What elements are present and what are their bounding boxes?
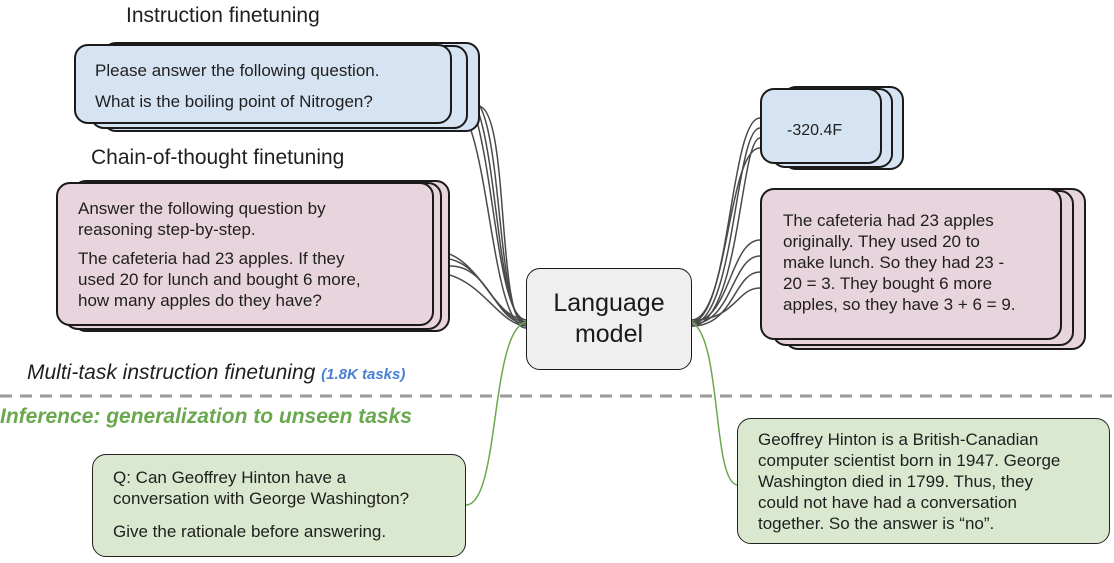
- connector-line: [691, 127, 761, 325]
- inference-answer-card: Geoffrey Hinton is a British-Canadian co…: [737, 418, 1110, 544]
- instruction-finetuning-heading: Instruction finetuning: [126, 4, 320, 27]
- language-model-box: Language model: [526, 268, 692, 370]
- cot-text-line: how many apples do they have?: [78, 291, 322, 310]
- multitask-label: Multi-task instruction finetuning: [27, 361, 316, 384]
- connector-line: [691, 255, 761, 325]
- answer-text: -320.4F: [787, 122, 843, 139]
- connector-line: [691, 117, 761, 323]
- answer-card: -320.4F: [760, 88, 882, 164]
- cot-answer-text-line: apples, so they have 3 + 6 = 9.: [783, 295, 1016, 314]
- cot-text-line: Answer the following question by: [78, 199, 326, 218]
- connector-line: [691, 147, 761, 321]
- cot-answer-card: The cafeteria had 23 apples originally. …: [760, 188, 1062, 340]
- inference-question-line: Q: Can Geoffrey Hinton have a: [113, 468, 347, 487]
- cot-text-line: reasoning step-by-step.: [78, 220, 256, 239]
- cot-text-line: used 20 for lunch and bought 6 more,: [78, 270, 361, 289]
- connector-line: [691, 271, 761, 327]
- inference-answer-line: could not have had a conversation: [758, 493, 1017, 512]
- cot-answer-text-line: make lunch. So they had 23 -: [783, 253, 1005, 272]
- inference-answer-line: Washington died in 1799. Thus, they: [758, 472, 1034, 491]
- tasks-count-badge: (1.8K tasks): [321, 366, 406, 383]
- instruction-card: Please answer the following question. Wh…: [74, 44, 452, 124]
- cot-card: Answer the following question by reasoni…: [56, 182, 434, 326]
- connector-line: [691, 287, 761, 321]
- connector-line: [691, 137, 761, 327]
- inference-question-card: Q: Can Geoffrey Hinton have a conversati…: [92, 454, 466, 557]
- inference-connector-line: [465, 321, 527, 506]
- inference-connector-line: [691, 321, 738, 486]
- language-model-label: Language model: [553, 289, 665, 348]
- multitask-heading: Multi-task instruction finetuning (1.8K …: [27, 361, 405, 385]
- connector-line: [439, 257, 527, 323]
- instruction-text-line: Please answer the following question.: [95, 61, 380, 80]
- cot-text-line: The cafeteria had 23 apples. If they: [78, 249, 345, 268]
- inference-answer-line: computer scientist born in 1947. George: [758, 451, 1061, 470]
- cot-finetuning-heading: Chain-of-thought finetuning: [91, 146, 345, 169]
- connector-line: [477, 105, 527, 327]
- cot-answer-text-line: originally. They used 20 to: [783, 232, 980, 251]
- inference-question-line: Give the rationale before answering.: [113, 522, 387, 541]
- inference-answer-line: Geoffrey Hinton is a British-Canadian: [758, 430, 1039, 449]
- cot-answer-text-line: 20 = 3. They bought 6 more: [783, 274, 993, 293]
- connector-line: [447, 99, 527, 329]
- instruction-text-line: What is the boiling point of Nitrogen?: [95, 92, 373, 111]
- inference-answer-line: together. So the answer is “no”.: [758, 514, 995, 533]
- cot-answer-text-line: The cafeteria had 23 apples: [783, 211, 994, 230]
- inference-question-line: conversation with George Washington?: [113, 489, 410, 508]
- inference-heading: Inference: generalization to unseen task…: [0, 405, 412, 428]
- connector-line: [449, 265, 527, 325]
